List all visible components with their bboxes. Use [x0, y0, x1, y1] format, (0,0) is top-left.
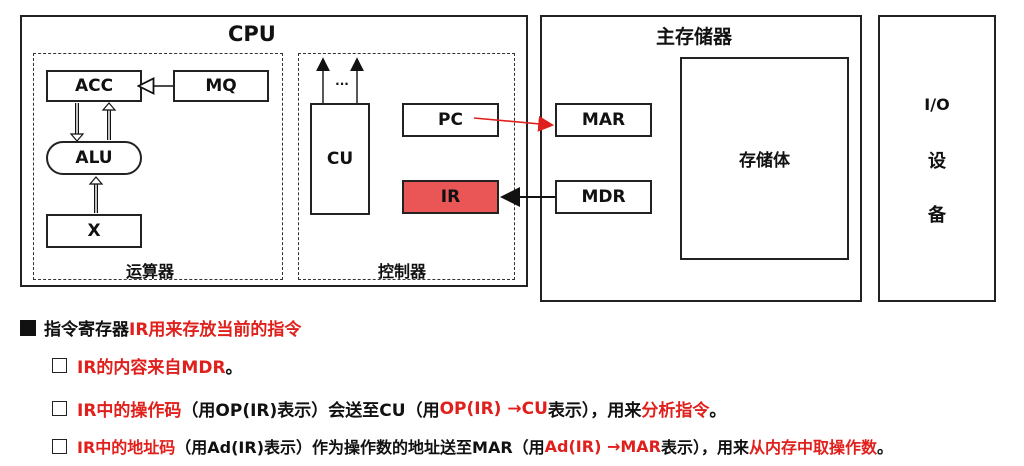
note-2-part-2: （用OP(IR)表示）会送至CU（用 — [181, 401, 440, 421]
control-group-label: 控制器 — [378, 262, 427, 281]
checkbox-icon — [52, 401, 67, 416]
cu-dots: ... — [335, 74, 349, 88]
acc-alu-arrows — [69, 102, 117, 142]
note-2-part-4: 表示），用来 — [547, 401, 642, 421]
io-label-char-1: 设 — [928, 151, 946, 172]
x-register: X — [46, 214, 142, 248]
mar-register: MAR — [555, 103, 652, 137]
io-device-box — [878, 15, 996, 302]
note-3-part-1: IR中的地址码 — [77, 438, 176, 457]
heading-part-2: IR用来存放当前的指令 — [129, 320, 302, 340]
note-2-part-1: IR中的操作码 — [77, 401, 182, 421]
notes-heading: 指令寄存器 IR用来存放当前的指令 — [20, 315, 301, 340]
acc-register: ACC — [46, 70, 142, 102]
note-3-part-6: 。 — [877, 438, 894, 457]
note-2-part-3: OP(IR) →CU — [439, 398, 548, 419]
alu-group — [33, 53, 283, 280]
note-2-part-6: 。 — [709, 401, 727, 421]
note-3-part-5: 从内存中取操作数 — [749, 438, 878, 457]
mdr-register: MDR — [555, 180, 652, 214]
note-3-part-3: Ad(IR) →MAR — [544, 436, 661, 456]
checkbox-icon — [52, 358, 67, 373]
x-to-alu-arrow — [88, 176, 104, 213]
mq-register: MQ — [173, 70, 269, 102]
cu-unit: CU — [310, 103, 370, 215]
heading-part-1: 指令寄存器 — [44, 320, 129, 340]
note-1-part-1: IR的内容来自MDR — [77, 358, 226, 378]
note-item-2: IR中的操作码 （用OP(IR)表示）会送至CU（用 OP(IR) →CU 表示… — [52, 396, 726, 421]
control-group — [298, 53, 515, 280]
alu-group-label: 运算器 — [126, 262, 175, 281]
ir-register: IR — [402, 180, 499, 214]
checkbox-icon — [52, 438, 67, 454]
storage-body: 存储体 — [680, 57, 849, 260]
alu-unit: ALU — [46, 141, 142, 175]
pc-register: PC — [402, 103, 499, 137]
note-item-1: IR的内容来自MDR 。 — [52, 353, 243, 378]
io-label-char-2: 备 — [928, 205, 946, 226]
note-1-part-2: 。 — [225, 358, 243, 378]
io-label: I/O — [924, 94, 950, 114]
note-3-part-2: （用Ad(IR)表示）作为操作数的地址送至MAR（用 — [175, 438, 545, 457]
main-memory-title: 主存储器 — [656, 26, 733, 48]
note-3-part-4: 表示），用来 — [661, 438, 750, 457]
bullet-square-icon — [20, 319, 36, 336]
cpu-title: CPU — [228, 22, 276, 46]
note-2-part-5: 分析指令 — [641, 401, 710, 421]
pc-to-mar-arrow — [473, 115, 555, 132]
note-item-3: IR中的地址码 （用Ad(IR)表示）作为操作数的地址送至MAR（用 Ad(IR… — [52, 434, 893, 458]
